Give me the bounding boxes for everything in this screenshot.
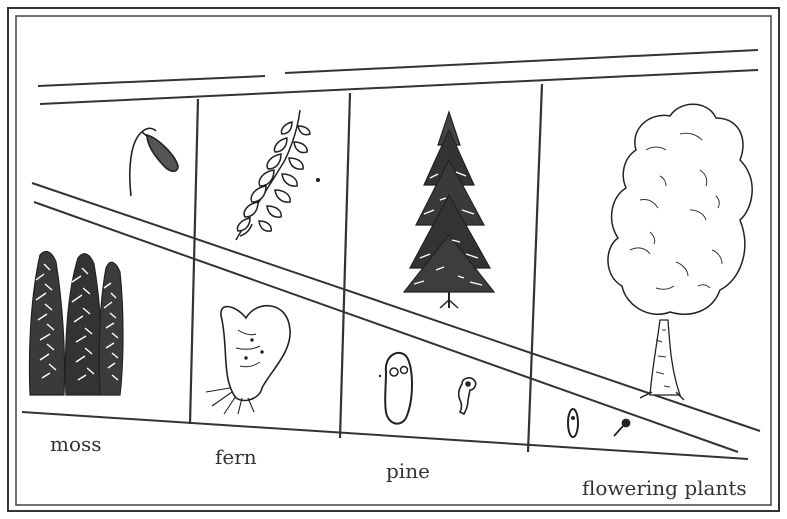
flowering-tree-icon: [608, 104, 752, 400]
flowering-seed-icon: [568, 409, 578, 437]
flowering-pollen-icon: [614, 420, 630, 437]
baseline: [22, 412, 748, 459]
label-flowering-plants: flowering plants: [582, 476, 747, 500]
pine-seed-icon: [379, 353, 412, 424]
label-moss: moss: [50, 432, 102, 456]
fern-prothallus-icon: [206, 306, 290, 414]
label-pine: pine: [386, 459, 430, 483]
moss-gametophyte-icon: [29, 251, 123, 395]
label-fern: fern: [215, 445, 257, 469]
pine-tree-icon: [404, 112, 494, 308]
moss-capsule-icon: [130, 128, 178, 196]
top-band: [38, 50, 758, 104]
fern-frond-icon: [236, 110, 319, 240]
pine-pollen-icon: [459, 378, 476, 414]
